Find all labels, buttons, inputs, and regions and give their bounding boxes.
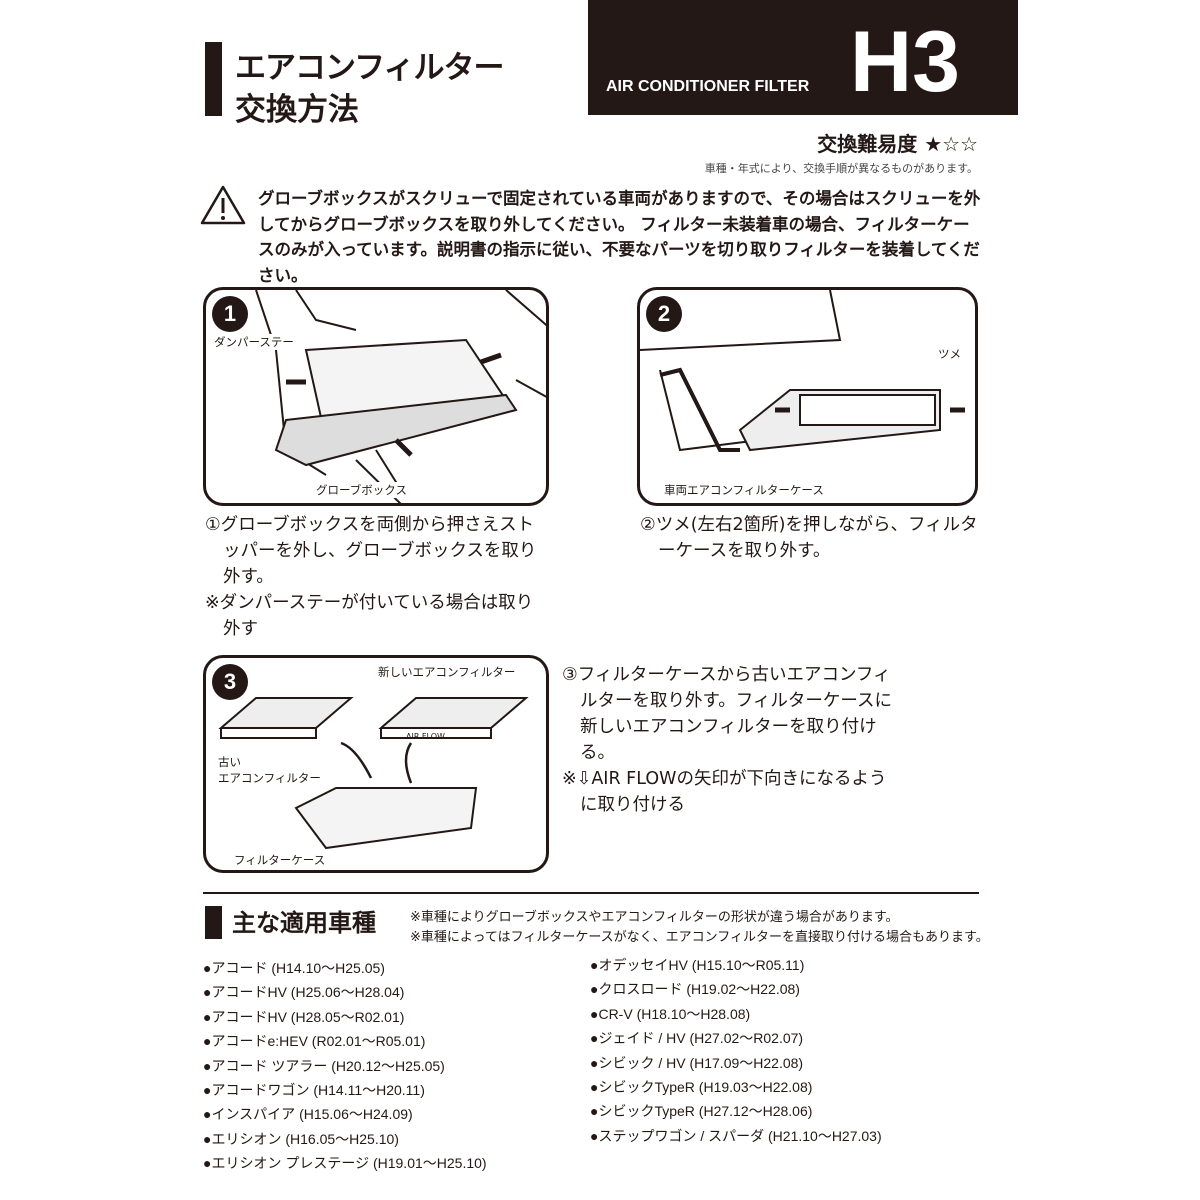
model-list-item: ●シビックTypeR (H19.03～H22.08) xyxy=(590,1079,813,1095)
label-damper-stay: ダンパーステー xyxy=(214,334,294,350)
difficulty-label: 交換難易度 xyxy=(817,132,918,156)
model-list-item: ●アコードe:HEV (R02.01～R05.01) xyxy=(203,1033,426,1050)
model-list-item: ●エリシオン プレステージ (H19.01～H25.10) xyxy=(203,1155,487,1172)
section-bar xyxy=(205,906,222,939)
models-note-1: ※車種によりグローブボックスやエアコンフィルターの形状が違う場合があります。 xyxy=(410,910,899,925)
step-1-caption: ①グローブボックスを両側から押さえストッパーを外し、グローブボックスを取り外す。… xyxy=(205,512,550,642)
page-title: エアコンフィルター xyxy=(235,50,504,86)
model-list-item: ●アコード (H14.10～H25.05) xyxy=(203,960,385,976)
model-list-item: ●エリシオン (H16.05～H25.10) xyxy=(203,1130,399,1147)
label-glovebox: グローブボックス xyxy=(316,482,407,498)
models-note-2: ※車種によってはフィルターケースがなく、エアコンフィルターを直接取り付ける場合も… xyxy=(410,930,989,945)
caption-text: ①グローブボックスを両側から押さえストッパーを外し、グローブボックスを取り外す。 xyxy=(205,515,537,587)
caption-text: ②ツメ(左右2箇所)を押しながら、フィルターケースを取り外す。 xyxy=(640,515,978,561)
model-list-item: ●ステップワゴン / スパーダ (H21.10～H27.03) xyxy=(590,1127,882,1144)
model-list-item: ●インスパイア (H15.06～H24.09) xyxy=(203,1106,413,1123)
model-list-item: ●アコード ツアラー (H20.12～H25.05) xyxy=(203,1057,445,1074)
product-code: H3 xyxy=(850,14,960,110)
step-number: 1 xyxy=(212,296,248,332)
difficulty-note: 車種・年式により、交換手順が異なるものがあります。 xyxy=(704,162,978,175)
step-1-illustration: 1 ダンパーステー グローブボックス xyxy=(203,287,549,506)
caption-note: ※⇩AIR FLOWの矢印が下向きになるように取り付ける xyxy=(562,769,887,815)
step-2-caption: ②ツメ(左右2箇所)を押しながら、フィルターケースを取り外す。 xyxy=(640,512,980,564)
label-tab: ツメ xyxy=(938,346,961,362)
caption-note: ※ダンパーステーが付いている場合は取り外す xyxy=(205,593,534,639)
label-filter-case: フィルターケース xyxy=(234,852,326,868)
step-3-illustration: 3 新しいエアコンフィルター 古い エアコンフィルター フィルターケース AIR… xyxy=(203,655,549,873)
title-bar xyxy=(205,42,222,116)
model-list-item: ●アコードHV (H25.06～H28.04) xyxy=(203,984,405,1001)
model-list-item: ●アコードワゴン (H14.11～H20.11) xyxy=(203,1082,425,1098)
difficulty-rating: 交換難易度 ★☆☆ xyxy=(817,128,978,157)
glovebox-drawing xyxy=(255,290,546,503)
model-list-item: ●オデッセイHV (H15.10～R05.11) xyxy=(590,957,805,973)
filter-replacement-drawing xyxy=(218,697,529,850)
model-list-item: ●シビックTypeR (H27.12～H28.06) xyxy=(590,1103,813,1120)
page-title-line2: 交換方法 xyxy=(235,92,359,128)
step-number: 3 xyxy=(212,664,248,700)
models-heading: 主な適用車種 xyxy=(232,909,376,937)
warning-text: グローブボックスがスクリューで固定されている車両がありますので、その場合はスクリ… xyxy=(258,189,981,285)
label-new-filter: 新しいエアコンフィルター xyxy=(378,664,516,680)
label-old-filter: 古い エアコンフィルター xyxy=(218,754,321,786)
step-2-illustration: 2 ツメ 車両エアコンフィルターケース xyxy=(637,287,978,506)
warning-triangle-icon xyxy=(200,185,246,225)
model-list-item: ●アコードHV (H28.05～R02.01) xyxy=(203,1008,405,1025)
header-subtitle: AIR CONDITIONER FILTER xyxy=(606,78,810,95)
model-list-item: ●シビック / HV (H17.09～H22.08) xyxy=(590,1054,804,1071)
label-vehicle-filter-case: 車両エアコンフィルターケース xyxy=(664,482,824,498)
filter-case-drawing xyxy=(640,290,965,452)
step-number: 2 xyxy=(646,296,682,332)
header-banner: AIR CONDITIONER FILTER H3 xyxy=(588,0,1018,115)
star-rating-icon: ★☆☆ xyxy=(924,132,978,156)
model-list-item: ●ジェイド / HV (H27.02～R02.07) xyxy=(590,1030,804,1047)
step-3-caption: ③フィルターケースから古いエアコンフィルターを取り外す。フィルターケースに新しい… xyxy=(562,662,902,818)
label-air-flow: AIR FLOW xyxy=(406,732,445,741)
section-divider xyxy=(203,892,979,894)
model-list-item: ●クロスロード (H19.02～H22.08) xyxy=(590,981,800,998)
caption-text: ③フィルターケースから古いエアコンフィルターを取り外す。フィルターケースに新しい… xyxy=(562,665,893,763)
model-list-item: ●CR-V (H18.10～H28.08) xyxy=(590,1005,751,1022)
